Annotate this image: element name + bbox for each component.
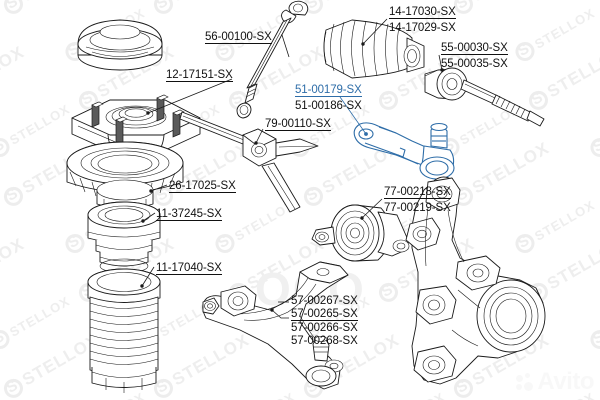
inner-tie-rod-drawing (424, 67, 545, 127)
part-label-12-17151-sx[interactable]: 12-17151-SX (166, 69, 233, 82)
part-label-77-00219-sx[interactable]: 77-00219-SX (384, 202, 451, 214)
part-label-55-00035-sx[interactable]: 55-00035-SX (441, 58, 508, 70)
part-label-55-00030-sx[interactable]: 55-00030-SX (441, 42, 508, 55)
part-label-57-00266-sx[interactable]: 57-00266-SX (291, 322, 358, 334)
strut-mount-studs (91, 94, 185, 146)
steering-knuckle-drawing (405, 176, 546, 385)
steering-rack-boot-drawing (323, 19, 425, 79)
part-label-14-17029-sx[interactable]: 14-17029-SX (389, 22, 456, 34)
part-label-56-00100-sx[interactable]: 56-00100-SX (205, 31, 272, 44)
strut-mount-cap-drawing (77, 19, 163, 71)
strut-mount-drawing (71, 94, 201, 164)
part-label-11-17040-sx[interactable]: 11-17040-SX (156, 262, 222, 275)
part-label-51-00179-sx[interactable]: 51-00179-SX (295, 84, 362, 97)
part-label-57-00267-sx[interactable]: 57-00267-SX (291, 295, 358, 307)
leader-lines (140, 18, 444, 319)
dust-boot-drawing (87, 268, 161, 393)
part-label-57-00265-sx[interactable]: 57-00265-SX (291, 308, 358, 321)
outer-tie-rod-end-drawing (353, 122, 455, 180)
part-label-57-00268-sx[interactable]: 57-00268-SX (291, 335, 358, 347)
lower-control-arm-drawing (202, 261, 349, 390)
part-label-14-17030-sx[interactable]: 14-17030-SX (389, 6, 456, 19)
stabilizer-link-drawing (236, 0, 309, 119)
spring-seat-bearing-drawing (66, 141, 184, 212)
part-label-77-00218-sx[interactable]: 77-00218-SX (384, 186, 451, 199)
stabilizer-bar-drawing (179, 111, 319, 213)
part-label-11-37245-sx[interactable]: 11-37245-SX (156, 208, 222, 221)
part-label-79-00110-sx[interactable]: 79-00110-SX (265, 118, 331, 131)
control-arm-bushing-drawing (311, 204, 410, 262)
bump-stop-drawing (87, 201, 161, 274)
part-label-51-00186-sx[interactable]: 51-00186-SX (295, 100, 362, 112)
part-label-26-17025-sx[interactable]: 26-17025-SX (169, 180, 236, 193)
